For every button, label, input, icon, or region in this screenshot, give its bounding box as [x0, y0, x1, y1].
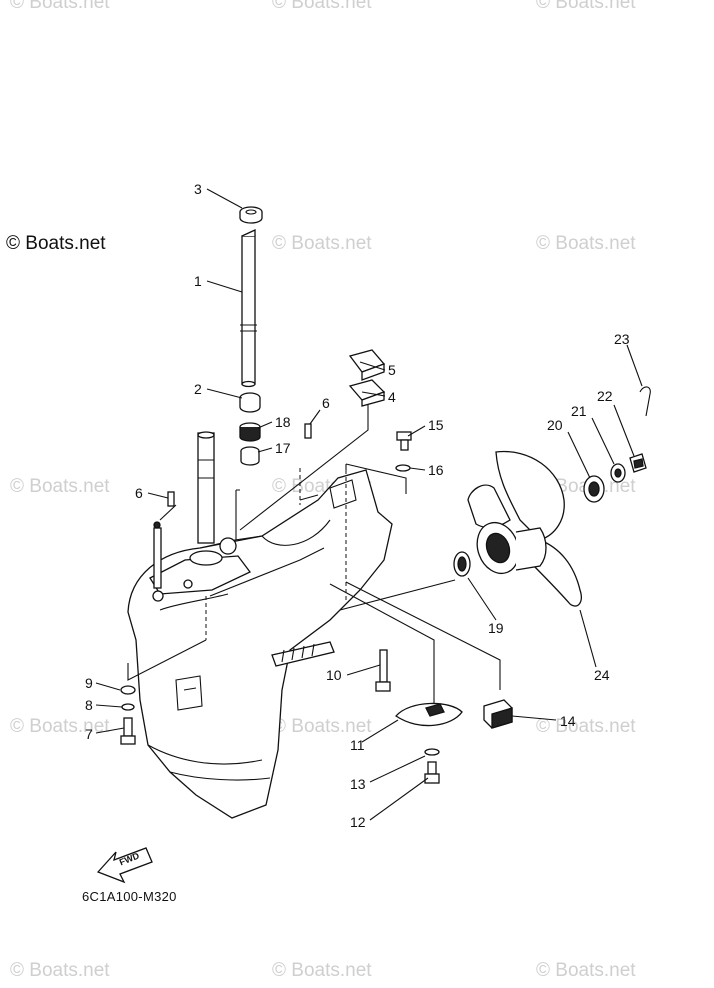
- part-18-collar: [239, 422, 261, 442]
- part-16-washer: [395, 464, 411, 472]
- callout-20: 20: [547, 417, 563, 433]
- part-5-rubber-block: [348, 349, 386, 381]
- callout-6: 6: [322, 395, 330, 411]
- part-10-bolt: [375, 649, 391, 692]
- callout-24: 24: [594, 667, 610, 683]
- callout-23: 23: [614, 331, 630, 347]
- callout-17: 17: [275, 440, 291, 456]
- diagram-code: 6C1A100-M320: [82, 889, 177, 904]
- callout-15: 15: [428, 417, 444, 433]
- part-17-spacer: [240, 446, 260, 466]
- part-7-bolt: [120, 717, 136, 745]
- callout-18: 18: [275, 414, 291, 430]
- watermark-logo: © Boats.net: [6, 233, 106, 254]
- part-9-washer: [120, 685, 136, 695]
- part-6-dowel-pin: [304, 423, 312, 439]
- callout-5: 5: [388, 362, 396, 378]
- callout-13: 13: [350, 776, 366, 792]
- lower-case-housing: [127, 431, 393, 819]
- watermark: © Boats.net: [10, 0, 110, 13]
- part-6-dowel-pin: [167, 491, 175, 507]
- callout-10: 10: [326, 667, 342, 683]
- part-1-drive-shaft: [240, 228, 257, 388]
- watermark: © Boats.net: [536, 233, 636, 254]
- part-2-seal: [239, 392, 261, 413]
- callout-4: 4: [388, 389, 396, 405]
- watermark: © Boats.net: [272, 960, 372, 981]
- callout-2: 2: [194, 381, 202, 397]
- part-11-trim-tab: [395, 702, 463, 727]
- callout-16: 16: [428, 462, 444, 478]
- callout-leader-lines: [95, 188, 643, 821]
- assembly-guide-lines: [127, 400, 501, 712]
- callout-9: 9: [85, 675, 93, 691]
- fwd-arrow-icon: [96, 847, 153, 884]
- callout-19: 19: [488, 620, 504, 636]
- callout-7: 7: [85, 726, 93, 742]
- watermark: © Boats.net: [10, 716, 110, 737]
- part-19-thrust-washer: [453, 551, 471, 577]
- callout-11: 11: [350, 737, 365, 753]
- part-24-propeller: [467, 450, 582, 607]
- part-8-washer: [121, 703, 135, 711]
- part-21-washer: [610, 463, 626, 483]
- part-23-cotter-pin: [639, 386, 651, 417]
- callout-14: 14: [560, 713, 576, 729]
- callout-21: 21: [571, 403, 587, 419]
- watermark: © Boats.net: [272, 233, 372, 254]
- callout-12: 12: [350, 814, 366, 830]
- callout-6: 6: [135, 485, 143, 501]
- part-20-spacer: [583, 475, 605, 503]
- watermark: © Boats.net: [272, 0, 372, 13]
- part-13-washer: [424, 748, 440, 756]
- part-15-bolt: [396, 431, 412, 451]
- part-3-bushing: [239, 206, 263, 224]
- watermark: © Boats.net: [536, 960, 636, 981]
- watermark: © Boats.net: [536, 716, 636, 737]
- watermark: © Boats.net: [10, 476, 110, 497]
- watermark: © Boats.net: [272, 716, 372, 737]
- part-14-anode: [483, 699, 513, 729]
- part-22-castle-nut: [629, 453, 647, 473]
- watermark: © Boats.net: [536, 0, 636, 13]
- callout-3: 3: [194, 181, 202, 197]
- part-12-bolt: [424, 761, 440, 784]
- watermark: © Boats.net: [10, 960, 110, 981]
- callout-22: 22: [597, 388, 613, 404]
- callout-8: 8: [85, 697, 93, 713]
- callout-1: 1: [194, 273, 202, 289]
